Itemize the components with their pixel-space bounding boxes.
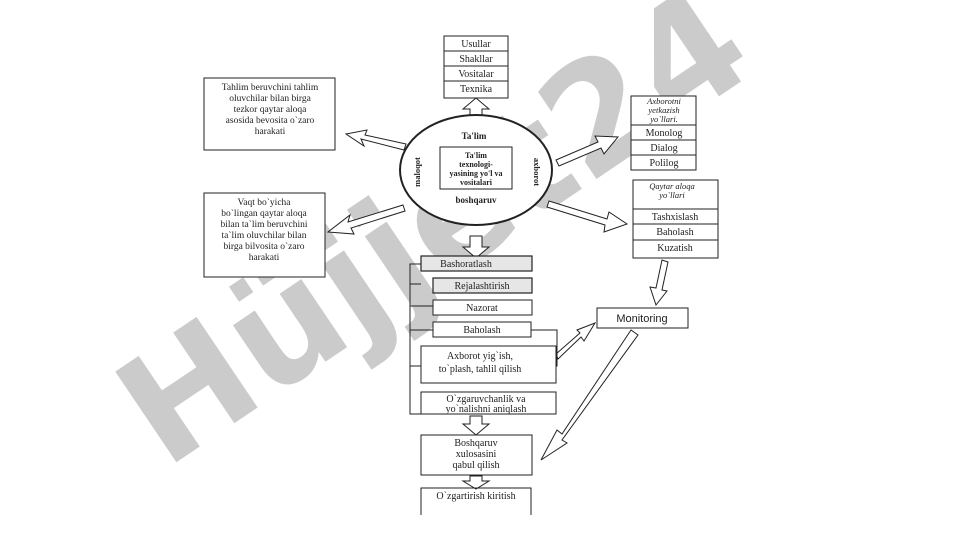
feedback-item: Tashxislash <box>652 212 699 223</box>
direct-interaction-line: tezkor qaytar aloqa <box>234 105 308 115</box>
monitoring-label: Monitoring <box>616 313 667 325</box>
arrow-downleft-icon <box>326 204 406 235</box>
process-collect-line: Axborot yig`ish, <box>447 351 513 362</box>
process-step: Bashoratlash <box>440 259 492 270</box>
feedback-item: Baholash <box>656 227 693 238</box>
arrow-to-change-icon <box>461 475 491 490</box>
arrow-downright-icon <box>546 200 629 233</box>
info-delivery-item: Polilog <box>650 158 679 169</box>
info-delivery-title: yetkazish <box>647 105 679 115</box>
arrow-collect-monitoring-icon <box>555 321 597 360</box>
circle-label-right: axborot <box>532 158 542 186</box>
direct-interaction-line: Tahlim beruvchini tahlim <box>222 83 319 93</box>
info-delivery-box: Axborotni yetkazish yo`llari. Monolog Di… <box>630 95 697 171</box>
circle-label-left: maloqot <box>412 157 422 187</box>
info-delivery-title: Axborotni <box>646 96 681 106</box>
indirect-interaction-line: harakati <box>249 253 280 263</box>
center-inner-line: yasining yo'l va <box>450 169 503 178</box>
info-delivery-item: Dialog <box>650 143 677 154</box>
arrow-upleft-icon <box>344 129 407 151</box>
methods-stack: Usullar Shakllar Vositalar Texnika <box>443 35 509 99</box>
center-inner-line: Ta'lim <box>465 151 487 160</box>
indirect-interaction-line: bilan ta`lim beruvchini <box>220 219 307 230</box>
info-delivery-item: Monolog <box>646 128 683 139</box>
monitoring-box: Monitoring <box>596 307 689 329</box>
direct-interaction-line: oluvchilar bilan birga <box>229 94 311 104</box>
arrow-upright-icon <box>555 135 620 167</box>
change-box: O`zgartirish kiritish <box>420 487 532 515</box>
central-circle: Ta'lim boshqaruv maloqot axborot Ta'lim … <box>399 114 553 226</box>
method-item: Texnika <box>460 84 493 95</box>
decision-line: Boshqaruv <box>454 438 497 449</box>
center-inner-line: vositalari <box>460 178 493 187</box>
indirect-interaction-line: Vaqt bo`yicha <box>237 197 291 208</box>
indirect-interaction-box: Vaqt bo`yicha bo`lingan qaytar aloqa bil… <box>203 192 326 278</box>
change-label: O`zgartirish kiritish <box>436 491 515 502</box>
indirect-interaction-line: birga bilvosita o`zaro <box>223 241 304 252</box>
arrow-to-decision-icon <box>461 415 491 436</box>
circle-label-top: Ta'lim <box>462 131 487 141</box>
feedback-title: yo`llari <box>658 190 685 200</box>
process-collect-line: to`plash, tahlil qilish <box>439 364 522 375</box>
method-item: Vositalar <box>458 69 494 80</box>
feedback-box: Qaytar aloqa yo`llari Tashxislash Bahola… <box>632 179 719 259</box>
circle-label-bottom: boshqaruv <box>455 195 497 205</box>
feedback-item: Kuzatish <box>657 243 693 254</box>
method-item: Usullar <box>461 39 491 50</box>
process-step: Baholash <box>463 325 500 336</box>
decision-box: Boshqaruv xulosasini qabul qilish <box>420 434 533 476</box>
info-delivery-title: yo`llari. <box>649 114 678 124</box>
direct-interaction-box: Tahlim beruvchini tahlim oluvchilar bila… <box>203 77 336 151</box>
process-trends-line: O`zgaruvchanlik va <box>446 394 526 405</box>
process-trends-line: yo`nalishni aniqlash <box>446 404 527 415</box>
center-inner-line: texnologi- <box>459 160 493 169</box>
indirect-interaction-line: ta`lim oluvchilar bilan <box>222 230 307 241</box>
direct-interaction-line: harakati <box>255 127 286 137</box>
direct-interaction-line: asosida bevosita o`zaro <box>226 115 315 126</box>
decision-line: qabul qilish <box>453 460 500 471</box>
arrow-feedback-monitoring-icon <box>649 259 669 307</box>
method-item: Shakllar <box>459 54 493 65</box>
indirect-interaction-line: bo`lingan qaytar aloqa <box>221 208 307 219</box>
arrow-monitoring-decision-icon <box>540 329 639 461</box>
process-step: Rejalashtirish <box>455 281 510 292</box>
arrow-down-icon <box>461 235 491 259</box>
process-flow: Bashoratlash Rejalashtirish Nazorat Baho… <box>409 255 558 415</box>
process-step: Nazorat <box>466 303 498 314</box>
feedback-title: Qaytar aloqa <box>649 181 695 191</box>
decision-line: xulosasini <box>456 449 497 460</box>
